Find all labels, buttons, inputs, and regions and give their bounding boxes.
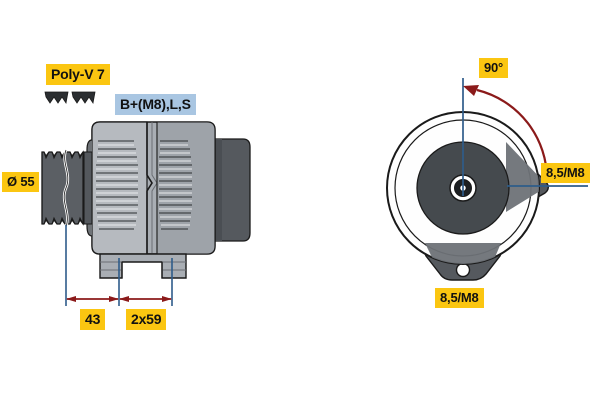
label-dimension-43: 43 — [80, 309, 106, 330]
rear-cover — [212, 138, 251, 242]
mounting-foot — [99, 253, 187, 279]
ear-shadow-overlay — [425, 142, 539, 264]
end-view-group — [386, 78, 588, 281]
side-view-group — [41, 121, 251, 306]
bolt-hole-bottom — [455, 262, 471, 278]
angle-arrowhead — [463, 85, 479, 96]
label-mount-bolt-right: 8,5/M8 — [541, 163, 590, 183]
label-poly-v: Poly-V 7 — [46, 64, 110, 85]
label-pulley-diameter: Ø 55 — [2, 172, 40, 192]
label-angle-90: 90° — [479, 58, 509, 78]
cooling-vents-rear — [159, 140, 192, 230]
label-mount-bolt-bottom: 8,5/M8 — [435, 288, 484, 308]
label-terminals: B+(M8),L,S — [115, 94, 196, 115]
label-dimension-2x59: 2x59 — [126, 309, 167, 330]
dimension-lines — [65, 225, 173, 306]
cooling-vents-front — [96, 140, 138, 230]
alternator-housing — [83, 121, 216, 255]
pulley — [41, 149, 84, 228]
belt-profile-icon — [44, 91, 96, 105]
